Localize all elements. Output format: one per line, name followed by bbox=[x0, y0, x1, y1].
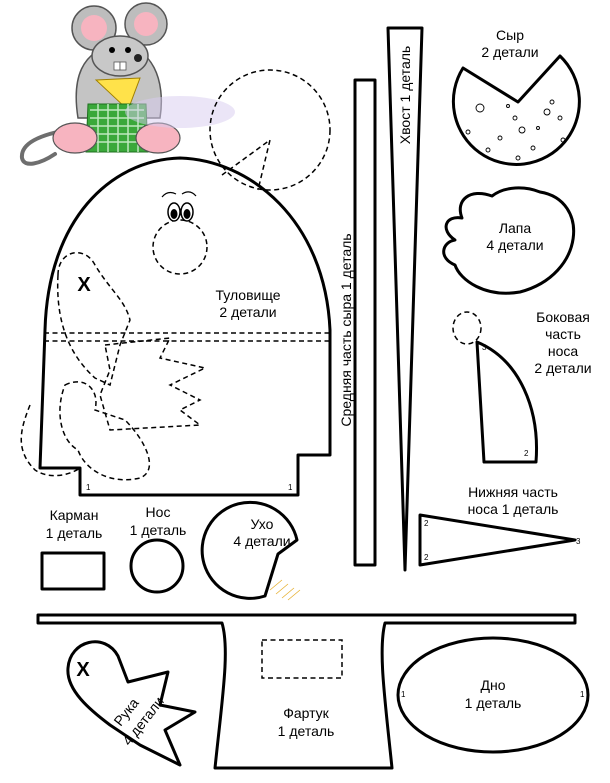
nose-bottom-mark-tip: 3 bbox=[576, 537, 581, 546]
hand-cross-mark: X bbox=[76, 659, 90, 681]
cheese-count: 2 детали bbox=[481, 44, 538, 60]
paw-outline bbox=[442, 186, 576, 295]
nose-bottom-line2: носа 1 деталь bbox=[468, 501, 559, 517]
nose-side-piece: 3 2 Боковая часть носа 2 детали bbox=[452, 309, 592, 464]
bottom-mark-left: 1 bbox=[401, 690, 406, 699]
tail-piece: Хвост 1 деталь bbox=[386, 26, 424, 572]
cheese-middle-label: Средняя часть сыра 1 деталь bbox=[338, 233, 354, 426]
cheese-outline bbox=[451, 54, 581, 166]
pocket-piece: Карман 1 деталь bbox=[40, 507, 106, 591]
nose-piece: Нос 1 деталь bbox=[129, 504, 187, 594]
nose-side-mark-bottom: 2 bbox=[524, 449, 529, 458]
cheese-middle-outline bbox=[353, 78, 377, 567]
nose-bottom-piece: Нижняя часть носа 1 деталь 2 2 3 bbox=[418, 484, 581, 567]
cheese-middle-piece: Средняя часть сыра 1 деталь bbox=[338, 78, 377, 567]
ear-title: Ухо bbox=[251, 516, 274, 532]
body-mark-left: 1 bbox=[86, 483, 91, 492]
ear-dashed-outline bbox=[209, 69, 331, 191]
nose-title: Нос bbox=[146, 504, 171, 520]
nose-bottom-mark-bottom: 2 bbox=[424, 553, 429, 562]
nose-side-outline bbox=[475, 340, 538, 464]
hand-outline bbox=[66, 640, 197, 767]
paw-title: Лапа bbox=[499, 220, 532, 236]
body-title: Туловище bbox=[216, 287, 281, 303]
tail-outline bbox=[386, 26, 424, 572]
pocket-count: 1 деталь bbox=[46, 525, 103, 541]
body-piece: X Туловище 2 детали 1 1 bbox=[20, 156, 332, 497]
nose-count: 1 деталь bbox=[130, 522, 187, 538]
ear-outline bbox=[200, 500, 299, 600]
apron-count: 1 деталь bbox=[278, 723, 335, 739]
paw-count: 4 детали bbox=[486, 237, 543, 253]
nose-bottom-mark-top: 2 bbox=[424, 519, 429, 528]
bottom-count: 1 деталь bbox=[465, 695, 522, 711]
body-mark-right: 1 bbox=[288, 483, 293, 492]
nose-side-line1: Боковая bbox=[536, 309, 590, 325]
ear-count: 4 детали bbox=[233, 533, 290, 549]
nose-side-mark-top: 3 bbox=[482, 343, 487, 352]
paw-piece: Лапа 4 детали bbox=[442, 186, 576, 295]
hand-piece: X Рука 4 детали bbox=[66, 640, 197, 767]
bottom-outline bbox=[396, 636, 590, 754]
bottom-piece: Дно 1 деталь 1 1 bbox=[396, 636, 590, 754]
bottom-title: Дно bbox=[481, 677, 506, 693]
nose-outline bbox=[129, 538, 185, 594]
nose-bottom-outline bbox=[418, 513, 577, 567]
body-cross-mark: X bbox=[77, 274, 91, 296]
body-outline bbox=[38, 156, 332, 497]
pocket-outline bbox=[40, 551, 106, 591]
cheese-piece: Сыр 2 детали bbox=[451, 27, 581, 166]
apron-piece: Фартук 1 деталь bbox=[36, 613, 577, 770]
ear-piece: Ухо 4 детали bbox=[200, 500, 301, 601]
pocket-title: Карман bbox=[50, 507, 99, 523]
nose-bottom-line1: Нижняя часть bbox=[468, 484, 558, 500]
bottom-mark-right: 1 bbox=[580, 690, 585, 699]
mouse-illustration bbox=[20, 2, 235, 166]
nose-side-line3: носа bbox=[548, 343, 579, 359]
nose-side-line4: 2 детали bbox=[534, 360, 591, 376]
nose-side-line2: часть bbox=[545, 326, 581, 342]
body-count: 2 детали bbox=[219, 304, 276, 320]
apron-title: Фартук bbox=[283, 705, 329, 721]
tail-label: Хвост 1 деталь bbox=[397, 46, 413, 144]
cheese-title: Сыр bbox=[496, 27, 524, 43]
apron-outline bbox=[36, 613, 577, 770]
